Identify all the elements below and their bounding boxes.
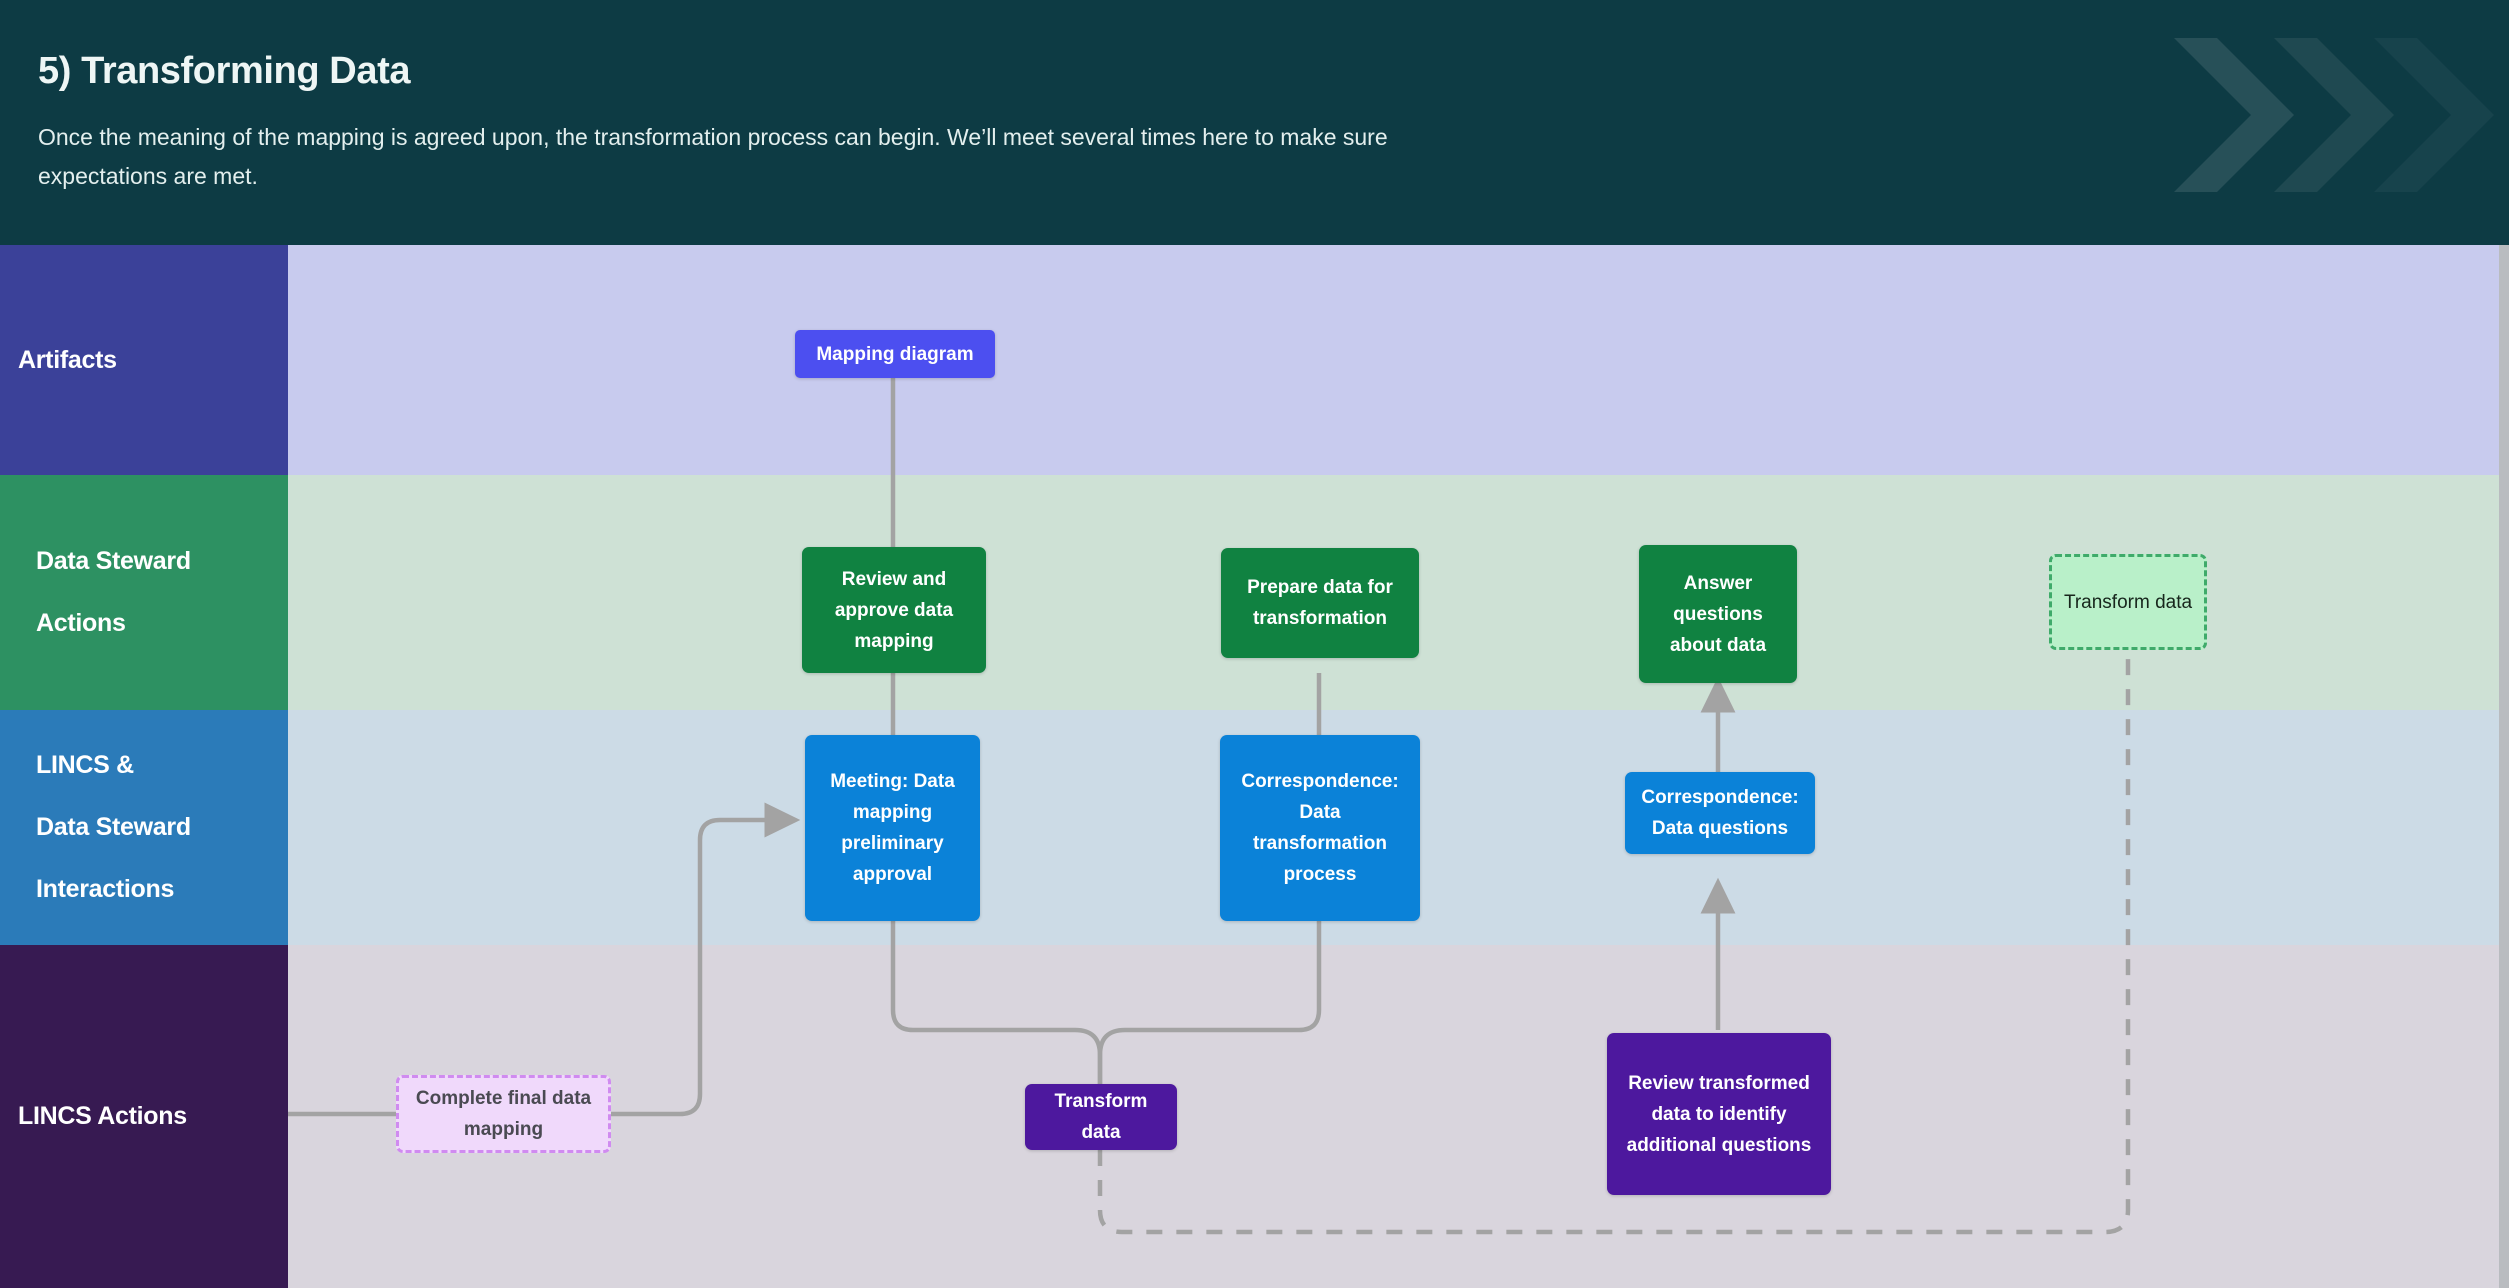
node-transform-data-steward[interactable]: Transform data <box>2049 554 2207 650</box>
node-prepare-data-for-transformation[interactable]: Prepare data for transformation <box>1221 548 1419 658</box>
chevron-decoration <box>2169 35 2499 195</box>
node-label: Answer questions about data <box>1669 572 1767 656</box>
lane-label-line1: Data Steward <box>36 547 191 575</box>
node-label: Review transformed data to identify addi… <box>1626 1072 1812 1156</box>
node-label: Mapping diagram <box>816 343 974 365</box>
page-title: 5) Transforming Data <box>38 50 411 92</box>
node-label: Correspondence: Data questions <box>1641 787 1799 839</box>
lane-label-line2: Actions <box>36 609 126 637</box>
lane-label-line2: Data Steward <box>36 813 191 841</box>
node-label: Prepare data for transformation <box>1247 577 1393 629</box>
lane-body-artifacts <box>288 245 2509 475</box>
node-correspondence-data-questions[interactable]: Correspondence: Data questions <box>1625 772 1815 854</box>
page-header: 5) Transforming Data Once the meaning of… <box>0 0 2509 245</box>
lane-label-line3: Interactions <box>36 875 175 903</box>
page-subtitle: Once the meaning of the mapping is agree… <box>38 124 1388 189</box>
double-chevron-right-icon <box>2169 35 2299 195</box>
lane-label-text: Data Steward Actions <box>0 546 191 639</box>
node-label: Correspondence: Data transformation proc… <box>1241 771 1399 885</box>
lane-label-artifacts: Artifacts <box>0 245 288 475</box>
node-review-transformed-data[interactable]: Review transformed data to identify addi… <box>1607 1033 1831 1195</box>
vertical-scrollbar[interactable] <box>2499 245 2509 1288</box>
lane-label-text: LINCS & Data Steward Interactions <box>0 750 191 905</box>
node-mapping-diagram[interactable]: Mapping diagram <box>795 330 995 378</box>
node-label: Transform data <box>1054 1091 1148 1143</box>
lane-label-text: LINCS Actions <box>18 1102 187 1130</box>
node-review-approve-data-mapping[interactable]: Review and approve data mapping <box>802 547 986 673</box>
lane-label-interactions: LINCS & Data Steward Interactions <box>0 710 288 945</box>
node-transform-data-lincs[interactable]: Transform data <box>1025 1084 1177 1150</box>
node-answer-questions-about-data[interactable]: Answer questions about data <box>1639 545 1797 683</box>
node-label: Meeting: Data mapping preliminary approv… <box>830 771 955 885</box>
lane-label-text: Artifacts <box>18 345 117 374</box>
node-complete-final-data-mapping[interactable]: Complete final data mapping <box>396 1075 611 1153</box>
lane-label-lincs-actions: LINCS Actions <box>0 945 288 1288</box>
node-label: Transform data <box>2063 591 2193 613</box>
lane-label-data-steward-actions: Data Steward Actions <box>0 475 288 710</box>
node-meeting-data-mapping-preliminary-approval[interactable]: Meeting: Data mapping preliminary approv… <box>805 735 980 921</box>
double-chevron-right-icon <box>2369 35 2499 195</box>
lane-label-line1: LINCS & <box>36 751 134 779</box>
lane-body-lincs-actions <box>288 945 2509 1288</box>
lane-lincs-actions: LINCS Actions <box>0 945 2509 1288</box>
node-label: Complete final data mapping <box>415 1088 592 1140</box>
node-label: Review and approve data mapping <box>834 568 954 652</box>
node-correspondence-data-transformation-process[interactable]: Correspondence: Data transformation proc… <box>1220 735 1420 921</box>
lane-artifacts: Artifacts <box>0 245 2509 475</box>
double-chevron-right-icon <box>2269 35 2399 195</box>
